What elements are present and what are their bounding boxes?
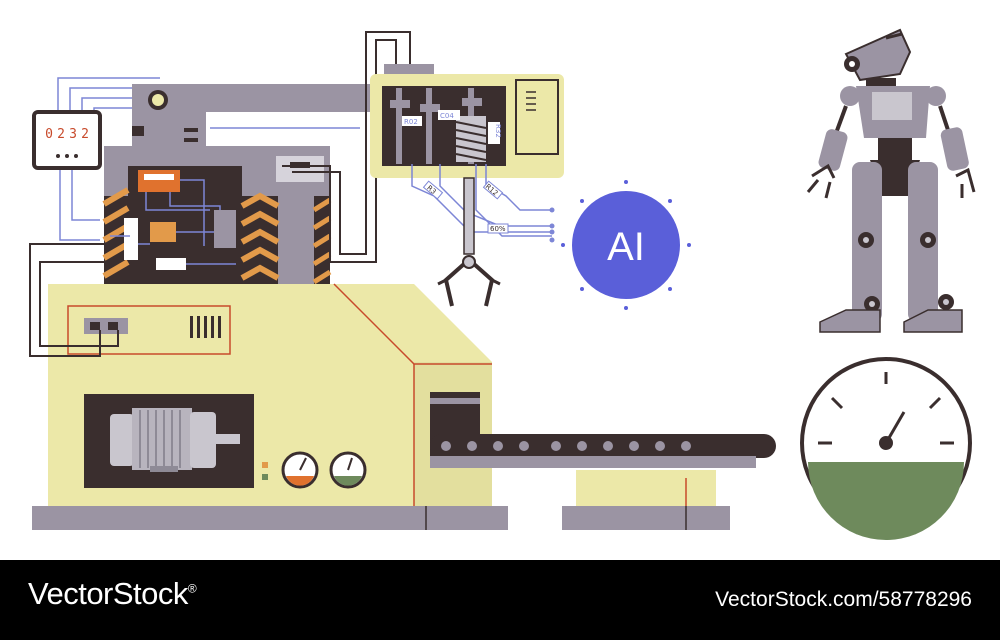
chip-label: R02 C04 R32 — [402, 110, 502, 144]
robotic-claw-icon — [437, 177, 501, 307]
vent-grille — [190, 316, 221, 338]
factory-illustration: 0 2 3 2 — [29, 28, 976, 540]
chip-label-c04: C04 — [440, 112, 454, 120]
breaker-stack — [214, 210, 236, 248]
arm-unit: R02 C04 R32 — [370, 64, 564, 178]
resistors: R3 R12 60% — [422, 180, 509, 234]
brand-name: VectorStock — [28, 576, 188, 611]
relay-module — [138, 170, 180, 192]
conveyor-belt-icon — [430, 434, 776, 530]
watermark-footer: VectorStock® VectorStock.com/58778296 — [0, 560, 1000, 640]
cables — [29, 31, 411, 357]
spring-coil — [455, 116, 487, 162]
hazard-stripe-center — [240, 192, 280, 284]
wire-endpoints — [549, 207, 555, 243]
fuse-block — [150, 222, 176, 242]
pressure-gauge-left — [281, 451, 319, 489]
stock-id-text: VectorStock.com/58778296 — [715, 588, 972, 611]
resistor-label-60: 60% — [490, 225, 506, 233]
ai-badge-label: AI — [607, 225, 645, 269]
pressure-gauge-right — [329, 451, 367, 489]
digital-meter-icon: 0 2 3 2 — [32, 110, 102, 170]
brand-logo: VectorStock® — [28, 576, 197, 612]
control-cabinet — [102, 146, 332, 285]
registered-mark: ® — [187, 581, 197, 596]
machine-body — [32, 283, 508, 530]
speed-gauge-icon — [800, 357, 972, 540]
chip-label-r02: R02 — [404, 118, 418, 126]
chip-label-r32: R32 — [494, 124, 502, 138]
hazard-stripe-left — [102, 187, 130, 284]
meter-digit-4: 2 — [81, 127, 89, 142]
hazard-stripe-right — [312, 196, 332, 285]
meter-digit-1: 0 — [45, 127, 53, 142]
meter-digit-2: 2 — [57, 127, 65, 142]
meter-digit-3: 3 — [69, 127, 77, 142]
electric-motor-icon — [110, 408, 240, 472]
ai-badge-icon: AI — [561, 180, 691, 310]
top-frame — [132, 84, 380, 146]
humanoid-robot-icon — [806, 28, 976, 333]
